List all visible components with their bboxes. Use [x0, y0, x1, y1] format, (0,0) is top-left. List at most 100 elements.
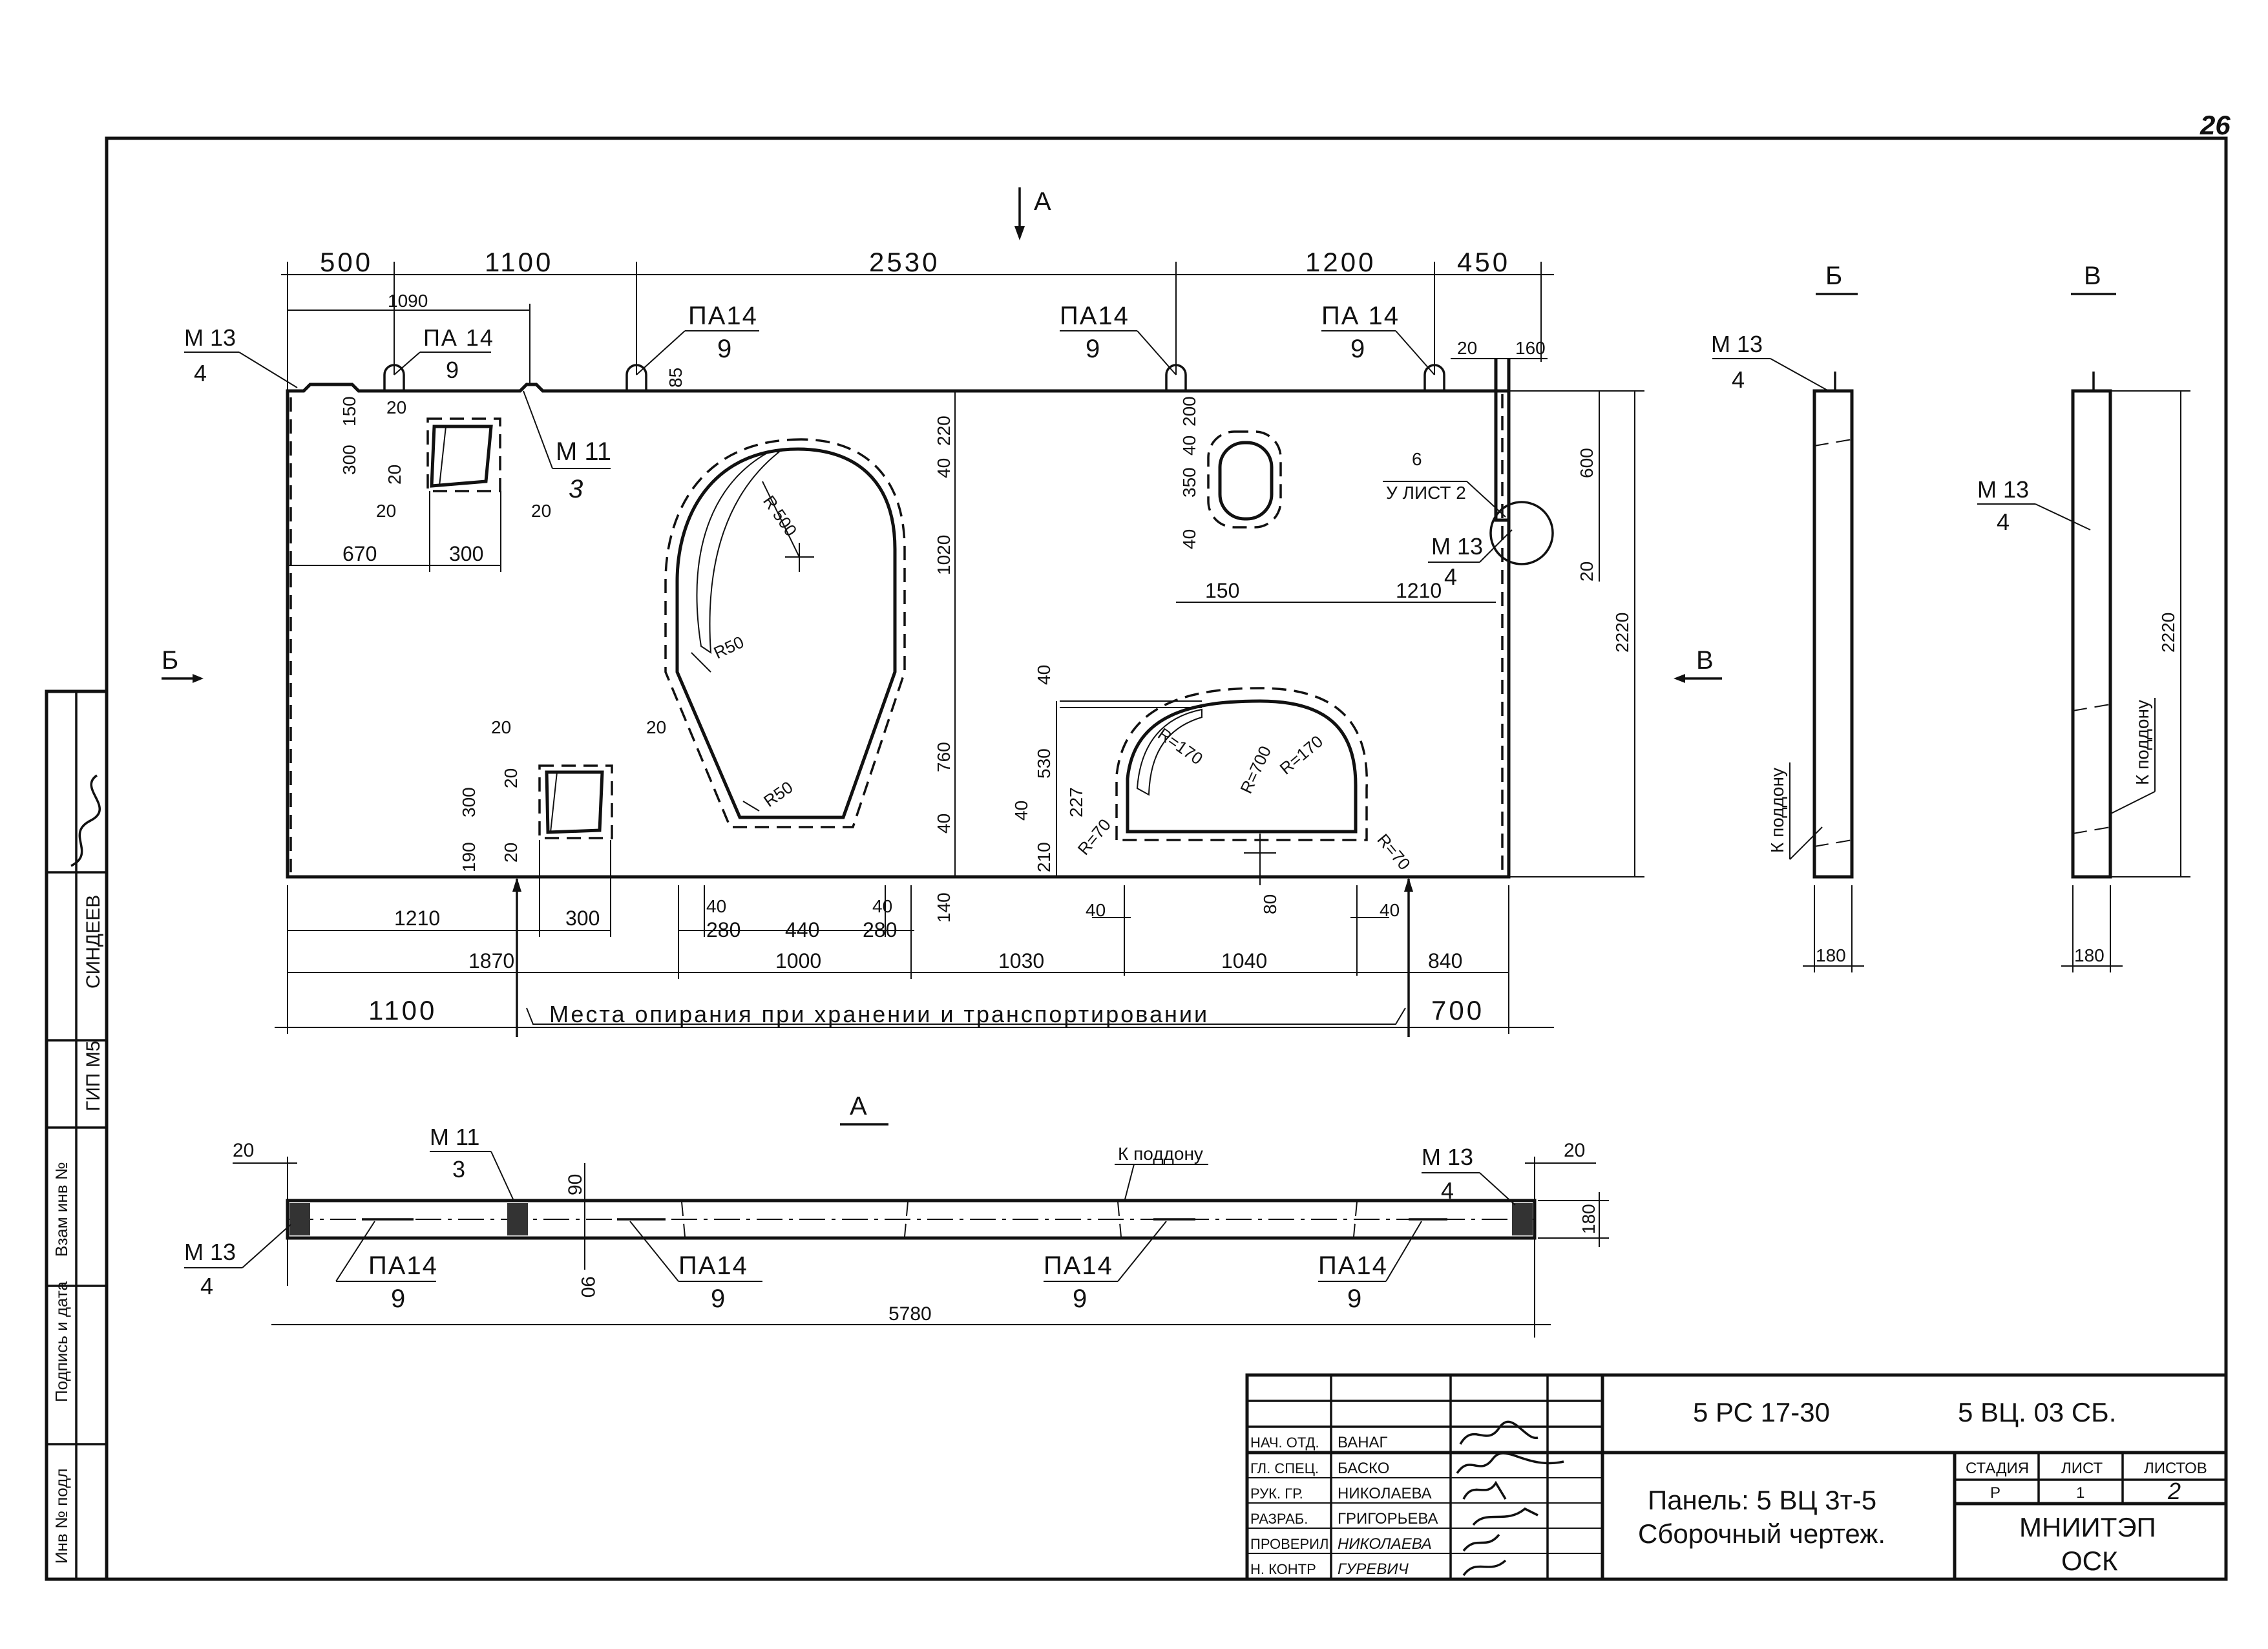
svg-text:R=170: R=170 [1276, 731, 1327, 779]
svg-text:Б: Б [1825, 262, 1842, 290]
svg-text:210: 210 [1034, 842, 1054, 872]
drawing-code: 5 ВЦ. 03 СБ. [1958, 1397, 2116, 1427]
callout-node-ref: 6 У ЛИСТ 2 [1383, 449, 1554, 565]
svg-text:НАЧ. ОТД.: НАЧ. ОТД. [1250, 1434, 1319, 1451]
svg-text:В: В [2084, 262, 2101, 290]
svg-text:1210: 1210 [394, 907, 440, 930]
strip-label-sign: Подпись и дата [52, 1281, 71, 1402]
svg-text:1090: 1090 [388, 291, 428, 311]
svg-text:450: 450 [1457, 247, 1510, 277]
svg-text:1870: 1870 [468, 949, 514, 972]
node-circle [1489, 501, 1554, 565]
svg-text:20: 20 [233, 1140, 254, 1161]
svg-text:РУК. ГР.: РУК. ГР. [1250, 1486, 1303, 1502]
callout-m13-top: М 13 4 [184, 324, 298, 388]
svg-text:2220: 2220 [1612, 613, 1632, 653]
svg-text:190: 190 [459, 842, 479, 872]
svg-text:40: 40 [934, 814, 954, 834]
svg-text:300: 300 [459, 787, 479, 817]
svg-text:3: 3 [569, 475, 583, 503]
svg-text:1210: 1210 [1396, 579, 1442, 602]
callouts-main: М 13 4 ПА 14 9 ПА14 9 ПА14 9 ПА 14 9 [184, 302, 1554, 590]
svg-text:140: 140 [934, 892, 954, 923]
opening-arch [1115, 687, 1368, 885]
svg-text:Р: Р [1990, 1484, 2000, 1502]
strip-signature [70, 774, 101, 867]
svg-text:40: 40 [1034, 665, 1054, 685]
svg-text:20: 20 [501, 768, 521, 788]
svg-text:530: 530 [1034, 748, 1054, 779]
svg-text:1100: 1100 [485, 247, 553, 277]
plan-callout-pa14-2: ПА14 9 [629, 1221, 762, 1313]
svg-text:R 500: R 500 [759, 492, 801, 540]
left-binding-strip: Инв № подл Подпись и дата Взам инв № ГИП… [45, 689, 109, 1581]
svg-text:20: 20 [501, 843, 521, 863]
plan-callout-m13-left: М 13 4 [184, 1224, 291, 1299]
svg-text:4: 4 [1441, 1177, 1454, 1204]
svg-text:ВАНАГ: ВАНАГ [1338, 1434, 1388, 1451]
svg-text:1040: 1040 [1221, 949, 1267, 972]
svg-text:280: 280 [706, 918, 740, 941]
plan-insert-left [289, 1203, 310, 1235]
svg-text:20: 20 [646, 717, 666, 737]
callout-pa14-2: ПА14 9 [636, 302, 759, 375]
svg-text:90: 90 [577, 1276, 598, 1297]
svg-text:К поддону: К поддону [1767, 768, 1787, 853]
plan-callout-m11: М 11 3 [430, 1124, 514, 1201]
svg-text:М 13: М 13 [1431, 533, 1483, 560]
view-marker-B-left: Б [162, 646, 204, 683]
svg-text:20: 20 [1564, 1140, 1585, 1161]
svg-text:300: 300 [339, 445, 359, 475]
opening-oval [1207, 430, 1282, 529]
svg-text:В: В [1696, 646, 1714, 675]
panel-elevation [286, 359, 1511, 885]
svg-text:R=700: R=700 [1236, 743, 1275, 797]
svg-text:200: 200 [1179, 396, 1199, 426]
svg-text:9: 9 [1347, 1285, 1361, 1313]
svg-text:ЛИСТ: ЛИСТ [2061, 1460, 2103, 1477]
svg-text:20: 20 [376, 501, 396, 521]
svg-text:А: А [850, 1092, 867, 1120]
svg-text:1200: 1200 [1305, 247, 1376, 277]
svg-text:40: 40 [706, 896, 726, 916]
svg-text:4: 4 [1444, 563, 1457, 590]
svg-text:1: 1 [2076, 1484, 2084, 1502]
svg-text:20: 20 [1457, 338, 1477, 358]
svg-text:М 11: М 11 [556, 437, 611, 466]
svg-text:R=170: R=170 [1155, 724, 1207, 768]
svg-text:20: 20 [491, 717, 511, 737]
view-marker-V-right: В [1674, 646, 1722, 683]
svg-text:ЛИСТОВ: ЛИСТОВ [2144, 1460, 2207, 1477]
svg-text:9: 9 [711, 1285, 725, 1313]
svg-text:Б: Б [162, 646, 178, 675]
svg-text:4: 4 [200, 1273, 213, 1299]
svg-text:К поддону: К поддону [2132, 700, 2152, 785]
svg-text:ГРИГОРЬЕВА: ГРИГОРЬЕВА [1338, 1510, 1438, 1528]
callout-m13-node: М 13 4 [1428, 529, 1513, 590]
strip-label-replace: Взам инв № [52, 1162, 71, 1257]
svg-text:600: 600 [1577, 448, 1597, 478]
svg-text:ПА14: ПА14 [1318, 1252, 1388, 1280]
svg-text:80: 80 [1260, 894, 1280, 914]
opening-egg [664, 438, 906, 828]
svg-text:840: 840 [1428, 949, 1462, 972]
svg-text:9: 9 [1086, 335, 1100, 363]
opening-lower-left [538, 764, 613, 839]
svg-text:ПА 14: ПА 14 [1321, 302, 1400, 330]
plan-callout-m13-right: М 13 4 [1422, 1144, 1516, 1206]
svg-text:150: 150 [339, 396, 359, 426]
svg-text:440: 440 [785, 918, 819, 941]
plan-callout-pa14-3: ПА14 9 [1044, 1221, 1167, 1313]
svg-text:РАЗРАБ.: РАЗРАБ. [1250, 1511, 1308, 1527]
svg-text:40: 40 [1011, 801, 1031, 821]
svg-text:180: 180 [1579, 1204, 1599, 1234]
svg-text:9: 9 [446, 357, 459, 383]
svg-text:2530: 2530 [869, 247, 940, 277]
svg-text:1000: 1000 [775, 949, 821, 972]
plan-insert-middle [507, 1203, 528, 1235]
svg-text:4: 4 [1732, 366, 1745, 393]
svg-text:9: 9 [1073, 1285, 1087, 1313]
svg-text:180: 180 [1816, 945, 1846, 965]
doc-code: 5 РС 17-30 [1693, 1397, 1830, 1427]
